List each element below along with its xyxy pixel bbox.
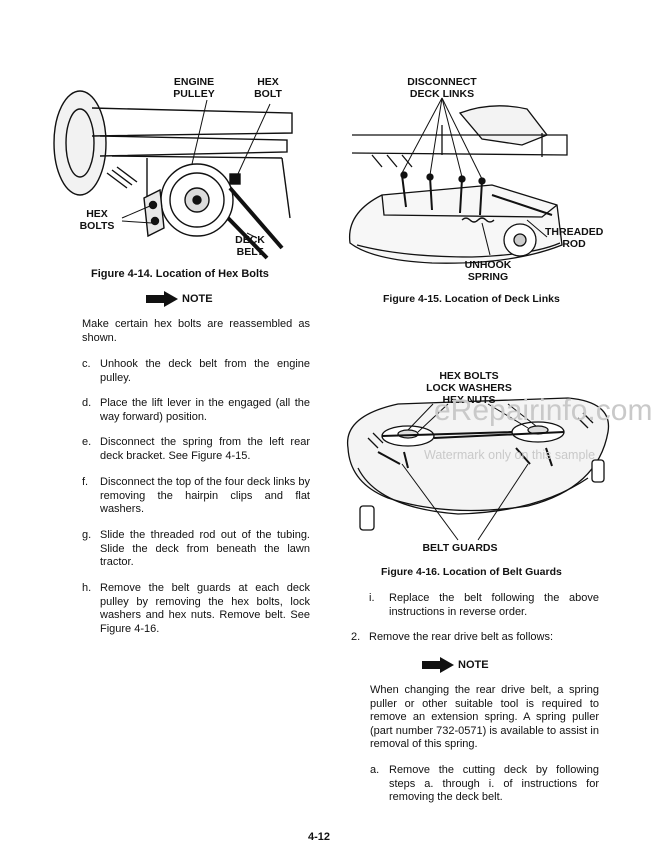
- figure-4-15-illustration: [348, 97, 568, 264]
- step-label: c.: [82, 358, 91, 370]
- watermark-sample: Watermark only on this sample: [424, 448, 596, 462]
- callout-engine-pulley: ENGINE PULLEY: [173, 76, 215, 100]
- step-text: Disconnect the spring from the left rear…: [100, 436, 310, 462]
- step-label: i.: [369, 592, 375, 604]
- step-label: g.: [82, 529, 92, 541]
- callout-hex-hardware: HEX BOLTS LOCK WASHERS HEX NUTS: [426, 370, 512, 406]
- step-text: Place the lift lever in the engaged (all…: [100, 397, 310, 423]
- step-text: Remove the rear drive belt as follows:: [369, 631, 554, 643]
- right-note-heading: NOTE: [422, 656, 512, 676]
- step-text: Unhook the deck belt from the engine pul…: [100, 358, 310, 384]
- note-label: NOTE: [458, 659, 489, 671]
- step-label: f.: [82, 476, 89, 488]
- callout-hex-bolt: HEX BOLT: [254, 76, 282, 100]
- callout-deck-belt: DECK BELT: [235, 234, 265, 258]
- callout-belt-guards: BELT GUARDS: [422, 542, 498, 554]
- step-text: Remove the cutting deck by following ste…: [389, 764, 599, 804]
- step-label: a.: [370, 764, 380, 776]
- figure-4-15-caption: Figure 4-15. Location of Deck Links: [383, 293, 560, 305]
- watermark-site: eRepairinfo.com: [434, 394, 651, 427]
- figure-4-14-caption: Figure 4-14. Location of Hex Bolts: [91, 268, 269, 280]
- note-label: NOTE: [182, 293, 213, 305]
- left-note-text: Make certain hex bolts are reassembled a…: [82, 318, 310, 344]
- step-text: Disconnect the top of the four deck link…: [100, 476, 310, 516]
- step-label: 2.: [351, 631, 361, 643]
- page-number: 4-12: [308, 831, 331, 843]
- step-text: Slide the threaded rod out of the tubing…: [100, 529, 310, 569]
- figure-4-16-illustration: [346, 397, 610, 541]
- figure-4-16-caption: Figure 4-16. Location of Belt Guards: [381, 566, 562, 578]
- figure-4-14-illustration: [53, 90, 293, 260]
- left-note-heading: NOTE: [146, 290, 236, 310]
- note-arrow-icon: [422, 657, 454, 673]
- step-text: Replace the belt following the above ins…: [389, 592, 599, 618]
- callout-disconnect-deck-links: DISCONNECT DECK LINKS: [407, 76, 477, 100]
- step-label: d.: [82, 397, 92, 409]
- callout-threaded-rod: THREADED ROD: [545, 226, 604, 250]
- note-arrow-icon: [146, 291, 178, 307]
- right-note-text: When changing the rear drive belt, a spr…: [370, 684, 599, 751]
- step-label: h.: [82, 582, 92, 594]
- step-text: Remove the belt guards at each deck pull…: [100, 582, 310, 635]
- callout-hex-bolts: HEX BOLTS: [79, 208, 115, 232]
- step-label: e.: [82, 436, 92, 448]
- callout-unhook-spring: UNHOOK SPRING: [464, 259, 512, 283]
